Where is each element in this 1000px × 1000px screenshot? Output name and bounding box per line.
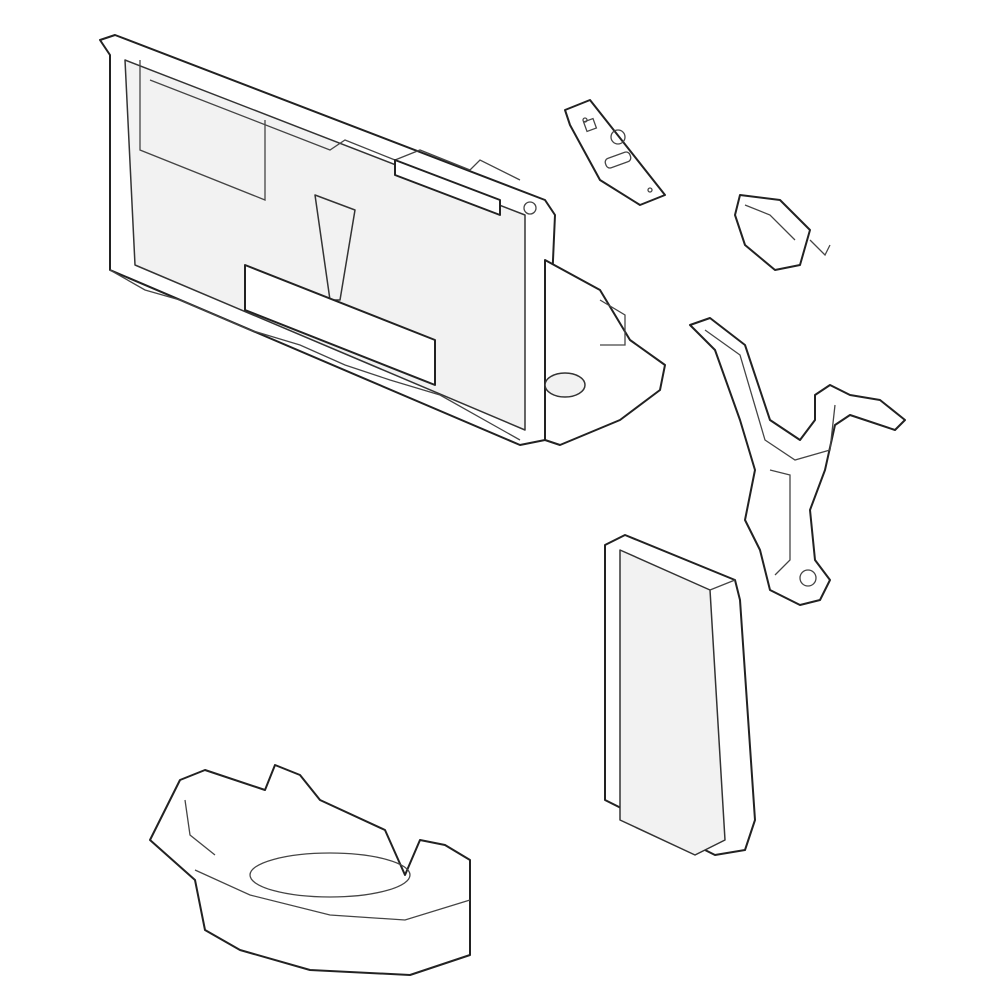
micro-switch xyxy=(734,194,831,271)
dispenser-pad xyxy=(604,534,756,856)
drip-tray xyxy=(149,764,471,976)
control-label-plate xyxy=(564,99,666,206)
dispenser-housing xyxy=(99,34,666,446)
actuator-lever xyxy=(689,317,906,606)
